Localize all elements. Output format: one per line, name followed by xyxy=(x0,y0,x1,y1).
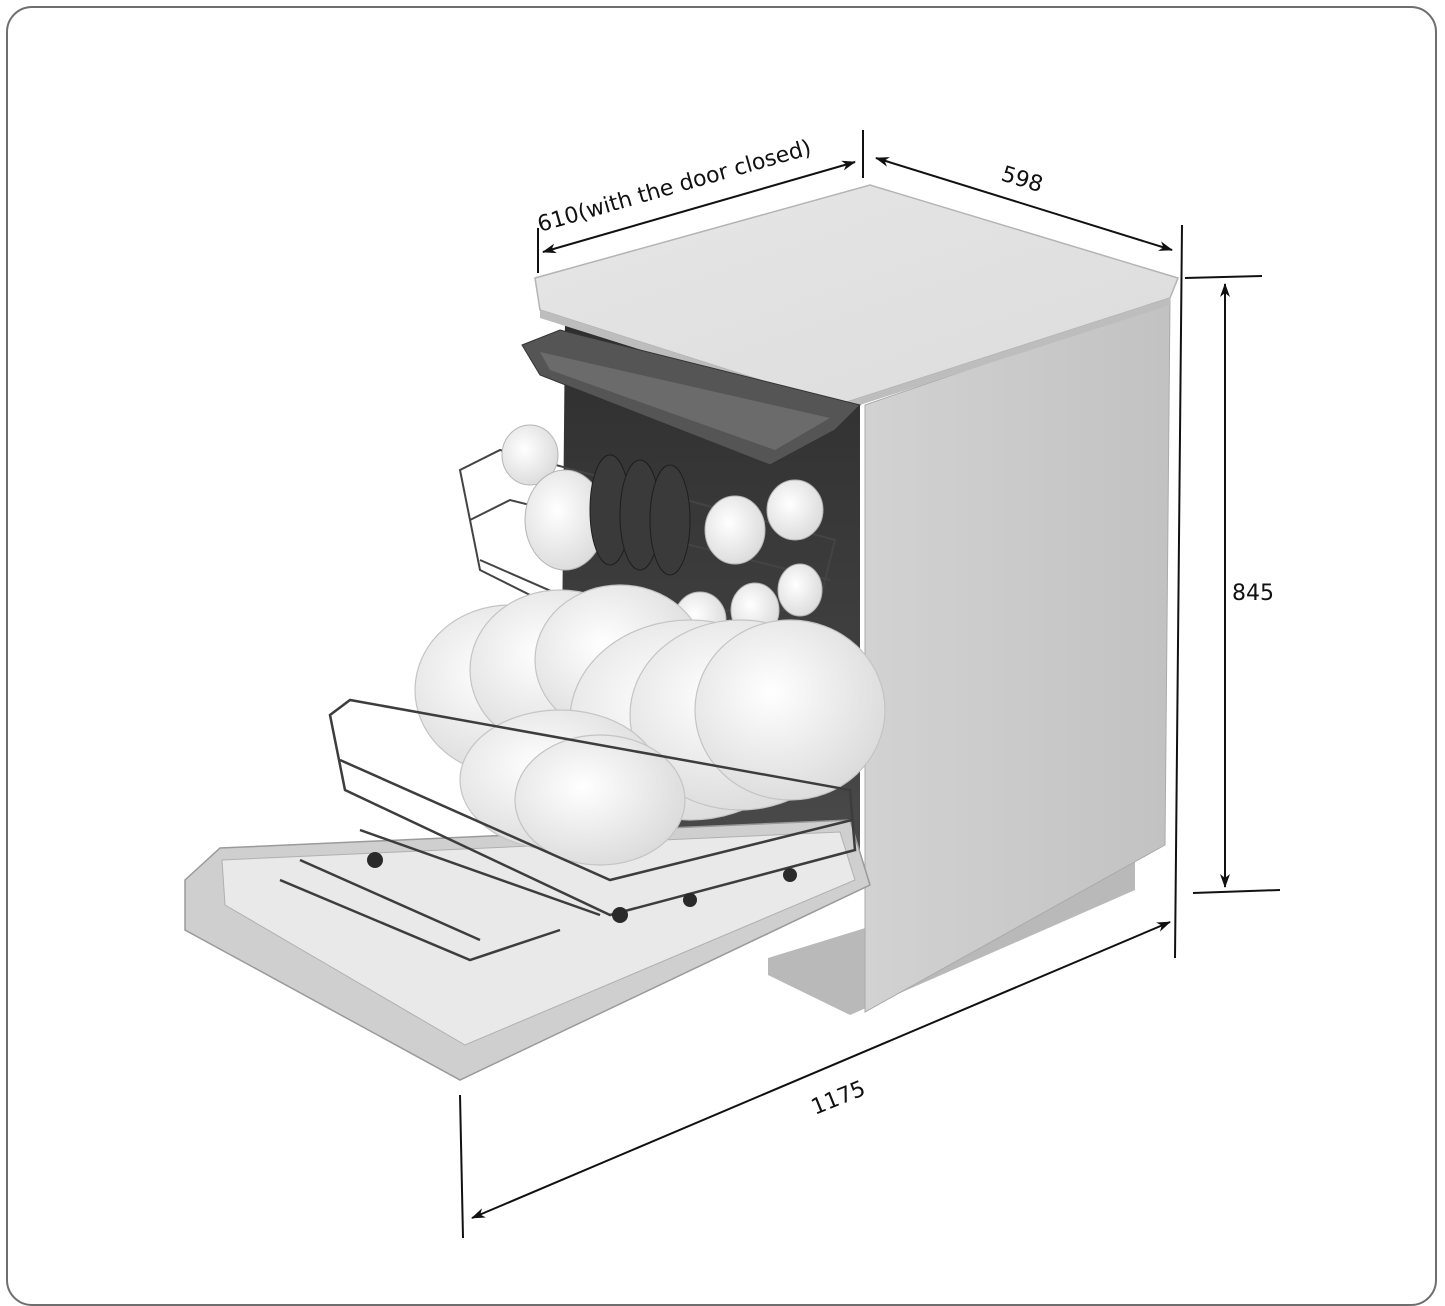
arrow-depth-open xyxy=(471,921,1171,1219)
dimension-lines xyxy=(459,130,1281,1239)
label-width: 598 xyxy=(998,162,1045,198)
arrow-width xyxy=(875,157,1173,251)
dishwasher-illustration xyxy=(184,184,1180,1081)
ext-line-open-depth xyxy=(459,1094,464,1239)
door-inner-panel xyxy=(221,831,856,1046)
upper-plates xyxy=(589,454,691,576)
cutlery-tray-inner xyxy=(540,352,830,450)
label-height: 845 xyxy=(1232,581,1274,606)
ext-line-height-bottom xyxy=(1192,889,1281,894)
basket-wheels xyxy=(367,852,797,923)
lower-plates xyxy=(414,584,886,866)
ext-line-height-top xyxy=(1184,275,1263,279)
ext-line-right-corner xyxy=(1174,224,1183,959)
label-depth-open: 1175 xyxy=(808,1076,869,1120)
arrow-depth-closed xyxy=(542,160,856,254)
cups xyxy=(501,424,824,649)
side-panel xyxy=(864,299,1171,1013)
top-cover-edge xyxy=(540,298,1170,412)
